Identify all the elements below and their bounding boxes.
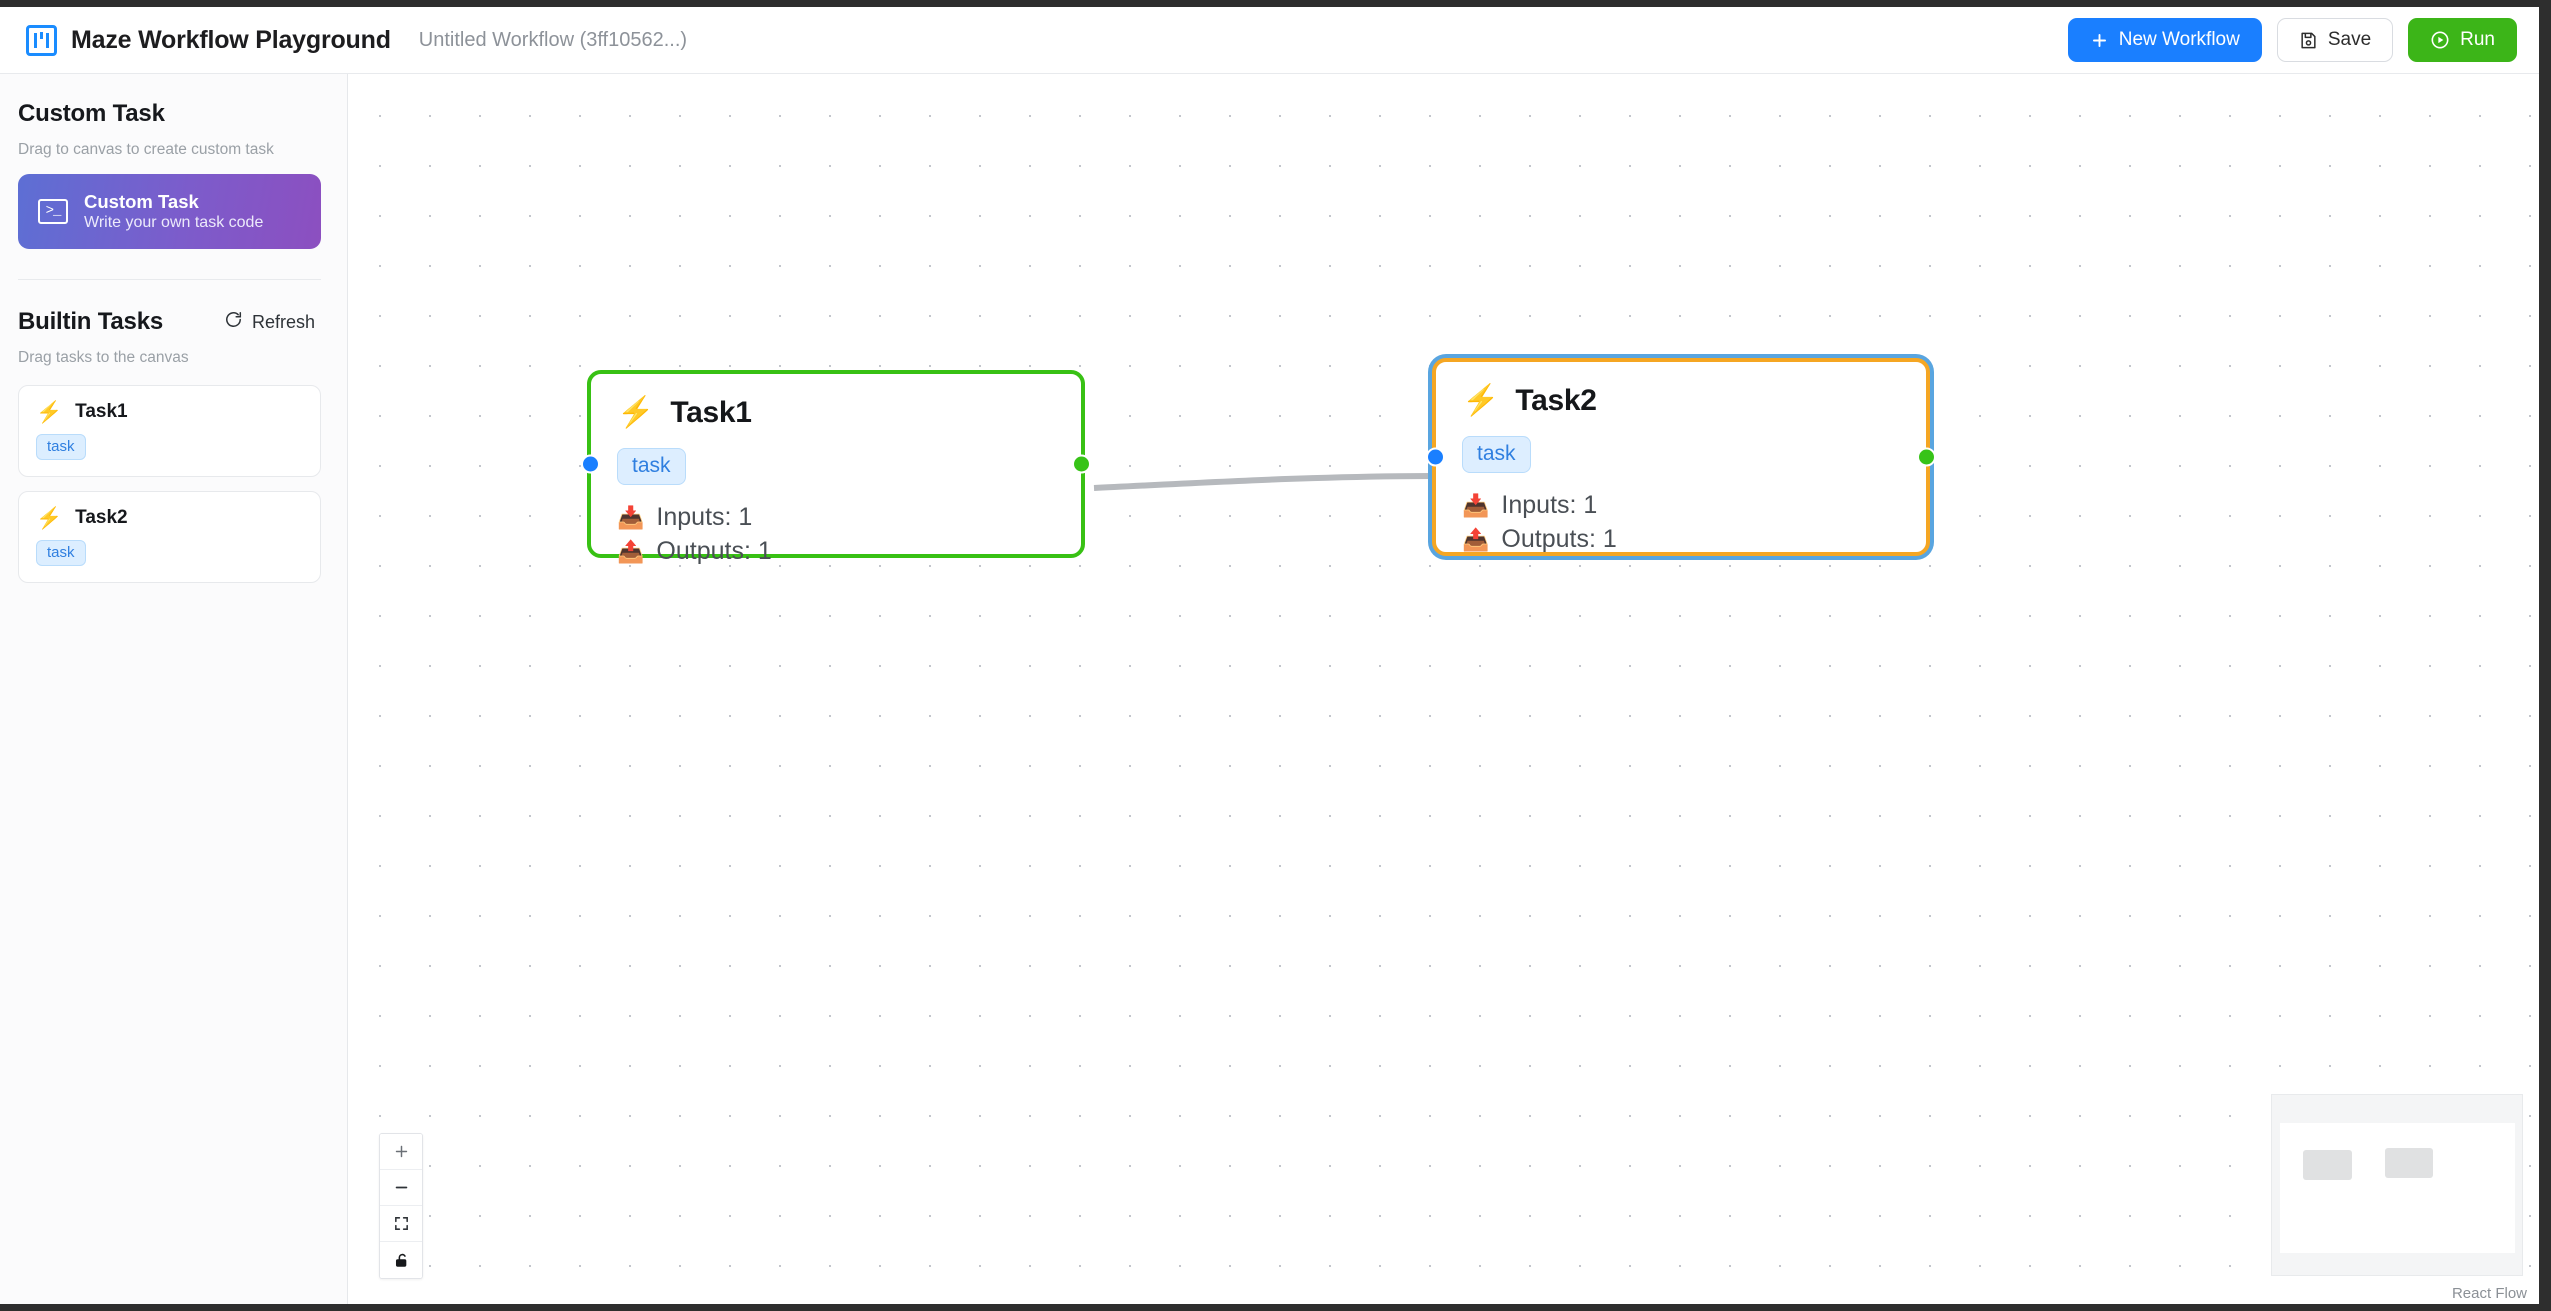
custom-task-card[interactable]: >_ Custom Task Write your own task code	[18, 174, 321, 249]
header-actions: New Workflow Save	[2067, 18, 2517, 62]
edge-layer	[1093, 473, 1433, 491]
fit-view-button[interactable]	[380, 1206, 422, 1242]
lightning-bolt-icon: ⚡	[1462, 384, 1500, 417]
node-outputs-label: Outputs: 1	[1501, 524, 1617, 553]
plus-icon	[2090, 31, 2109, 50]
lightning-bolt-icon: ⚡	[617, 396, 655, 429]
refresh-circular-arrow-icon	[224, 310, 243, 334]
play-circle-icon	[2430, 30, 2450, 50]
node-header: ⚡ Task2	[1462, 384, 1900, 418]
node-stats: 📥 Inputs: 1 📤 Outputs: 1	[617, 501, 1055, 569]
floppy-disk-icon	[2299, 31, 2318, 50]
workflow-name-label: Untitled Workflow (3ff10562...)	[418, 28, 688, 51]
workflow-node-task2[interactable]: ⚡ Task2 task 📥 Inputs: 1 📤 Outputs: 1	[1426, 358, 1936, 557]
inbox-tray-down-emoji: 📥	[617, 504, 645, 530]
node-inputs-row: 📥 Inputs: 1	[617, 501, 1055, 535]
builtin-tasks-header: Builtin Tasks Refresh	[18, 308, 321, 336]
brand: Maze Workflow Playground	[26, 24, 391, 56]
status-badge: task	[36, 540, 86, 566]
node-tag-badge: task	[617, 448, 686, 485]
toggle-interactivity-lock-icon[interactable]	[380, 1242, 422, 1278]
app-viewport: Maze Workflow Playground Untitled Workfl…	[0, 7, 2539, 1304]
terminal-prompt-glyph: >_	[45, 203, 62, 219]
refresh-label: Refresh	[251, 311, 315, 332]
new-workflow-button[interactable]: New Workflow	[2067, 18, 2262, 62]
custom-task-card-description: Write your own task code	[84, 213, 264, 231]
node-inputs-label: Inputs: 1	[656, 503, 753, 531]
react-flow-attribution[interactable]: React Flow	[2451, 1285, 2527, 1302]
run-label: Run	[2460, 29, 2495, 50]
node-outputs-row: 📤 Outputs: 1	[617, 535, 1055, 569]
zoom-in-button[interactable]	[380, 1134, 422, 1170]
minimap-node	[2385, 1148, 2433, 1178]
minimap[interactable]	[2271, 1094, 2523, 1276]
builtin-task-list: ⚡ Task1 task ⚡ Task2 task	[18, 385, 321, 583]
sidebar: Custom Task Drag to canvas to create cus…	[0, 74, 348, 1304]
workflow-node-task1[interactable]: ⚡ Task1 task 📥 Inputs: 1 📤 Outputs: 1	[581, 370, 1091, 565]
workflow-canvas[interactable]: ⚡ Task1 task 📥 Inputs: 1 📤 Outputs: 1	[349, 74, 2539, 1304]
node-title: Task1	[670, 396, 752, 429]
save-button[interactable]: Save	[2276, 18, 2394, 62]
save-label: Save	[2327, 29, 2372, 50]
minimap-viewport	[2280, 1123, 2515, 1253]
task-card-head: ⚡ Task2	[36, 507, 303, 529]
node-tag-badge: task	[1462, 436, 1531, 473]
minimap-node	[2303, 1150, 2352, 1180]
lightning-bolt-icon: ⚡	[36, 400, 63, 424]
node-inputs-label: Inputs: 1	[1501, 491, 1598, 519]
builtin-tasks-subtitle: Drag tasks to the canvas	[18, 349, 189, 366]
node-input-handle[interactable]	[581, 454, 600, 474]
lightning-bolt-icon: ⚡	[36, 506, 63, 530]
sidebar-divider	[18, 279, 321, 280]
task-card-name: Task1	[75, 401, 128, 422]
status-badge: task	[36, 434, 86, 460]
custom-task-section-title: Custom Task	[18, 100, 165, 127]
node-input-handle[interactable]	[1426, 447, 1445, 467]
canvas-controls	[379, 1133, 423, 1279]
node-stats: 📥 Inputs: 1 📤 Outputs: 1	[1462, 489, 1900, 557]
node-output-handle[interactable]	[1917, 447, 1936, 467]
new-workflow-label: New Workflow	[2118, 29, 2240, 50]
page-title: Maze Workflow Playground	[71, 25, 391, 54]
maze-logo-icon	[26, 24, 57, 56]
node-header: ⚡ Task1	[617, 396, 1055, 430]
body-row: Custom Task Drag to canvas to create cus…	[0, 74, 2539, 1304]
zoom-out-button[interactable]	[380, 1170, 422, 1206]
task-card-name: Task2	[75, 507, 128, 528]
node-inputs-row: 📥 Inputs: 1	[1462, 489, 1900, 523]
node-output-handle[interactable]	[1072, 454, 1091, 474]
outbox-tray-up-emoji: 📤	[617, 538, 645, 564]
app-header: Maze Workflow Playground Untitled Workfl…	[0, 7, 2539, 74]
custom-task-card-title: Custom Task	[84, 190, 199, 212]
refresh-button[interactable]: Refresh	[224, 310, 315, 334]
run-button[interactable]: Run	[2408, 18, 2517, 62]
inbox-tray-down-emoji: 📥	[1462, 492, 1490, 518]
edge-task1-to-task2[interactable]	[1093, 473, 1433, 491]
node-title: Task2	[1515, 384, 1597, 417]
list-item[interactable]: ⚡ Task2 task	[18, 491, 321, 583]
builtin-tasks-title: Builtin Tasks	[18, 308, 163, 335]
custom-task-section-subtitle: Drag to canvas to create custom task	[18, 141, 274, 158]
task-card-head: ⚡ Task1	[36, 401, 303, 423]
terminal-icon: >_	[38, 199, 68, 224]
node-outputs-row: 📤 Outputs: 1	[1462, 523, 1900, 557]
list-item[interactable]: ⚡ Task1 task	[18, 385, 321, 477]
node-outputs-label: Outputs: 1	[656, 536, 772, 565]
outbox-tray-up-emoji: 📤	[1462, 526, 1490, 552]
